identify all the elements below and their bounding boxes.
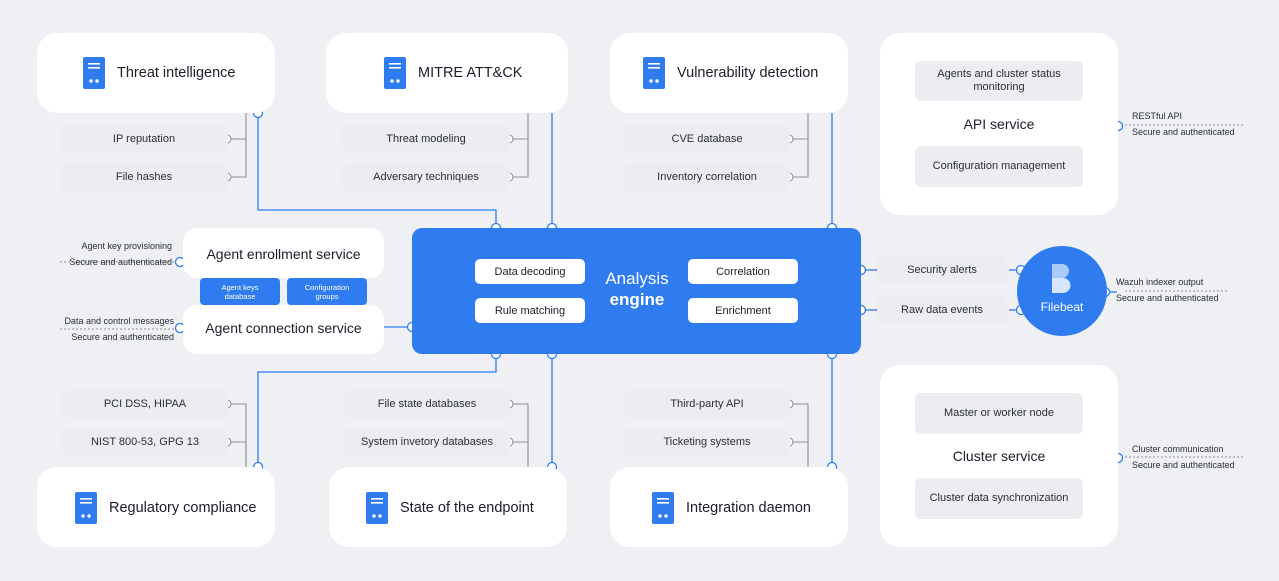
server-icon bbox=[384, 57, 406, 89]
api-note-security: Secure and authenticated bbox=[1132, 127, 1235, 137]
filebeat-note-security: Secure and authenticated bbox=[1116, 293, 1219, 303]
analysis-engine: Data decoding Rule matching Correlation … bbox=[412, 228, 861, 354]
engine-title-line2: engine bbox=[609, 290, 665, 309]
connection-note: Data and control messages Secure and aut… bbox=[56, 313, 174, 345]
module-title: Threat intelligence bbox=[117, 65, 236, 81]
server-icon bbox=[75, 492, 97, 524]
connection-note-title: Data and control messages bbox=[64, 316, 174, 326]
raw-data-events-item: Raw data events bbox=[877, 296, 1007, 324]
engine-title: Analysis engine bbox=[597, 268, 677, 310]
cve-database-item: CVE database bbox=[624, 125, 790, 153]
inventory-correlation-item: Inventory correlation bbox=[624, 163, 790, 191]
security-alerts-item: Security alerts bbox=[877, 256, 1007, 284]
regulatory-compliance-title: Regulatory compliance bbox=[75, 492, 257, 524]
filebeat-note-title: Wazuh indexer output bbox=[1116, 277, 1204, 287]
ticketing-systems-item: Ticketing systems bbox=[624, 428, 790, 456]
integration-daemon-card bbox=[610, 467, 848, 547]
threat-modeling-item: Threat modeling bbox=[342, 125, 510, 153]
data-decoding-item: Data decoding bbox=[475, 259, 585, 284]
cluster-service-title: Cluster service bbox=[952, 448, 1046, 464]
engine-title-line1: Analysis bbox=[605, 269, 669, 288]
server-icon bbox=[366, 492, 388, 524]
api-note-protocol: RESTful API bbox=[1132, 111, 1183, 121]
server-icon bbox=[83, 57, 105, 89]
api-service-title: API service bbox=[963, 116, 1035, 132]
enrollment-note-title: Agent key provisioning bbox=[81, 241, 172, 251]
system-inventory-databases-item: System invetory databases bbox=[344, 428, 510, 456]
configuration-groups-badge: Configuration groups bbox=[287, 278, 367, 305]
module-title: Vulnerability detection bbox=[677, 65, 819, 81]
module-title: MITRE ATT&CK bbox=[418, 65, 523, 81]
configuration-management-item: Configuration management bbox=[915, 146, 1083, 187]
mitre-attack-card bbox=[326, 33, 568, 113]
master-worker-node-item: Master or worker node bbox=[915, 393, 1083, 434]
connection-note-security: Secure and authenticated bbox=[71, 332, 174, 342]
cluster-note: Cluster communication Secure and authent… bbox=[1132, 441, 1235, 473]
vulnerability-detection-title: Vulnerability detection bbox=[643, 57, 818, 89]
threat-intelligence-title: Threat intelligence bbox=[83, 57, 236, 89]
agents-cluster-monitoring-item: Agents and cluster status monitoring bbox=[915, 61, 1083, 101]
agent-enrollment-card bbox=[183, 228, 384, 278]
mitre-attack-title: MITRE ATT&CK bbox=[384, 57, 522, 89]
api-note: RESTful API Secure and authenticated bbox=[1132, 108, 1235, 140]
file-hashes-item: File hashes bbox=[60, 163, 228, 191]
filebeat-node: Filebeat bbox=[1017, 246, 1107, 336]
integration-daemon-title: Integration daemon bbox=[652, 492, 811, 524]
cluster-data-sync-item: Cluster data synchronization bbox=[915, 478, 1083, 519]
enrichment-item: Enrichment bbox=[688, 298, 798, 323]
third-party-api-item: Third-party API bbox=[624, 390, 790, 418]
rule-matching-item: Rule matching bbox=[475, 298, 585, 323]
server-icon bbox=[652, 492, 674, 524]
adversary-techniques-item: Adversary techniques bbox=[342, 163, 510, 191]
module-title: State of the endpoint bbox=[400, 500, 534, 516]
pci-hipaa-item: PCI DSS, HIPAA bbox=[62, 390, 228, 418]
enrollment-note: Agent key provisioning Secure and authen… bbox=[60, 238, 172, 270]
cluster-note-security: Secure and authenticated bbox=[1132, 460, 1235, 470]
enrollment-note-security: Secure and authenticated bbox=[69, 257, 172, 267]
agent-enrollment-title: Agent enrollment service bbox=[206, 246, 361, 262]
filebeat-label: Filebeat bbox=[1040, 300, 1084, 314]
module-title: Regulatory compliance bbox=[109, 500, 257, 516]
module-title: Integration daemon bbox=[686, 500, 811, 516]
server-icon bbox=[643, 57, 665, 89]
agent-keys-database-badge: Agent keys database bbox=[200, 278, 280, 305]
filebeat-note: Wazuh indexer output Secure and authenti… bbox=[1116, 274, 1219, 306]
agent-connection-card bbox=[183, 305, 384, 354]
threat-intelligence-card bbox=[37, 33, 275, 113]
filebeat-logo-icon bbox=[1052, 264, 1071, 293]
agent-connection-title: Agent connection service bbox=[205, 320, 362, 336]
state-of-endpoint-title: State of the endpoint bbox=[366, 492, 534, 524]
cluster-note-title: Cluster communication bbox=[1132, 444, 1224, 454]
file-state-databases-item: File state databases bbox=[344, 390, 510, 418]
nist-gpg-item: NIST 800-53, GPG 13 bbox=[62, 428, 228, 456]
correlation-item: Correlation bbox=[688, 259, 798, 284]
ip-reputation-item: IP reputation bbox=[60, 125, 228, 153]
